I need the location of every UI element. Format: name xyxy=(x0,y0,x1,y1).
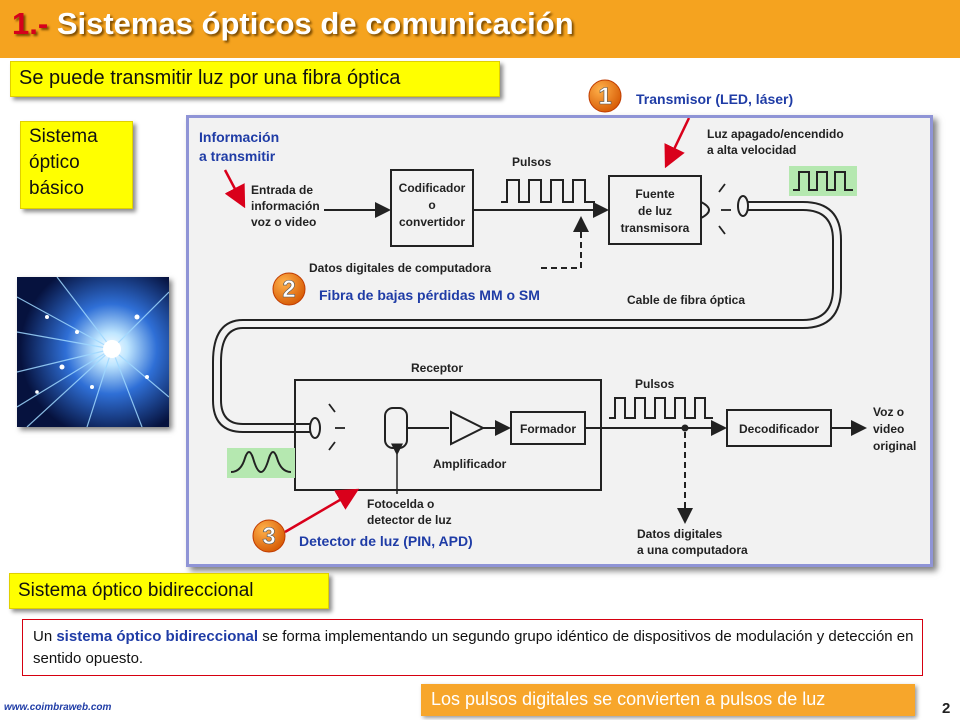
receiver-box xyxy=(294,379,602,491)
diagram-frame: Entrada de información voz o video Codif… xyxy=(186,115,933,567)
photocell-label: detector de luz xyxy=(367,513,452,527)
title-number: 1.- xyxy=(12,6,49,41)
fiber-cable-inner xyxy=(220,201,842,425)
output-label: Voz o xyxy=(873,405,904,419)
fiber-end-tx xyxy=(737,195,749,217)
led-emitter xyxy=(700,201,710,219)
source-label: de luz xyxy=(638,204,672,218)
subtitle-text: Se puede transmitir luz por una fibra óp… xyxy=(19,67,401,89)
light-label: a alta velocidad xyxy=(707,143,796,157)
output-label: video xyxy=(873,422,904,436)
source-label: Fuente xyxy=(635,187,675,201)
input-label: Entrada de xyxy=(251,183,313,197)
optical-fibers-photo xyxy=(17,277,169,427)
detector-red-arrow xyxy=(284,488,360,534)
fiber-annotation: Fibra de bajas pérdidas MM o SM xyxy=(319,287,540,303)
description-box: Un sistema óptico bidireccional se forma… xyxy=(22,619,923,676)
encoder-label: Codificador xyxy=(399,181,466,195)
info-red-arrow xyxy=(223,169,246,209)
input-label: voz o video xyxy=(251,215,316,229)
basic-system-label: Sistema óptico básico xyxy=(29,126,98,199)
cable-label: Cable de fibra óptica xyxy=(627,293,745,307)
pulses-top-label: Pulsos xyxy=(512,155,552,169)
digital-out-label: Datos digitales xyxy=(637,527,723,541)
encoder-label: convertidor xyxy=(399,215,465,229)
dashed-digital-in xyxy=(541,216,589,269)
receiver-label: Receptor xyxy=(411,361,463,375)
photocell-label: Fotocelda o xyxy=(367,497,434,511)
pulse-train-bottom xyxy=(609,397,713,419)
transmitter-annotation: Transmisor (LED, láser) xyxy=(636,91,793,107)
light-source-box xyxy=(608,175,702,245)
decoder-label: Decodificador xyxy=(739,422,819,436)
fiber-cable xyxy=(212,209,834,433)
description-pre: Un xyxy=(33,628,57,645)
info-annotation: Información xyxy=(199,129,279,145)
pulse-train-top xyxy=(501,179,595,203)
bidirectional-label: Sistema óptico bidireccional xyxy=(18,580,254,601)
description-bold: sistema óptico bidireccional xyxy=(56,628,259,645)
amplifier-label: Amplificador xyxy=(433,457,507,471)
tap-node xyxy=(681,424,689,432)
pulses-bottom-label: Pulsos xyxy=(635,377,675,391)
source-label: transmisora xyxy=(621,221,690,235)
optical-pulse-bottom-bg xyxy=(227,448,295,478)
output-label: original xyxy=(873,439,916,453)
description-post: se forma implementando un segundo grupo … xyxy=(33,628,914,667)
light-label: Luz apagado/encendido xyxy=(707,127,844,141)
optical-system-diagram: Entrada de información voz o video Codif… xyxy=(199,118,916,557)
bidirectional-box: Sistema óptico bidireccional xyxy=(9,573,329,609)
footer-url[interactable]: www.coimbraweb.com xyxy=(4,702,112,713)
title-text: Sistemas ópticos de comunicación xyxy=(56,6,574,41)
title-bar: 1.- Sistemas ópticos de comunicación xyxy=(0,0,960,58)
encoder-box xyxy=(390,169,474,247)
bottom-note-box: Los pulsos digitales se convierten a pul… xyxy=(421,684,915,716)
amplifier-symbol xyxy=(450,410,486,446)
subtitle-box: Se puede transmitir luz por una fibra óp… xyxy=(10,61,500,97)
info-annotation: a transmitir xyxy=(199,148,276,164)
bottom-note-text: Los pulsos digitales se convierten a pul… xyxy=(431,689,826,709)
transmitter-red-arrow xyxy=(664,118,691,169)
page-number: 2 xyxy=(942,700,951,717)
detector-annotation: Detector de luz (PIN, APD) xyxy=(299,533,473,549)
photodetector xyxy=(384,407,408,449)
input-label: información xyxy=(251,199,320,213)
digital-data-in-label: Datos digitales de computadora xyxy=(309,261,491,275)
optical-pulse-bottom xyxy=(230,451,292,474)
digital-out-label: a una computadora xyxy=(637,543,748,557)
basic-system-box: Sistema óptico básico xyxy=(20,121,133,209)
badge-1-number: 1 xyxy=(598,83,611,110)
shaper-label: Formador xyxy=(520,422,576,436)
page-title: 1.- Sistemas ópticos de comunicación xyxy=(12,6,574,42)
fiber-end-rx xyxy=(309,417,321,439)
badge-1 xyxy=(588,79,622,113)
encoder-label: o xyxy=(428,198,435,212)
description-text: Un sistema óptico bidireccional se forma… xyxy=(33,626,914,670)
optical-pulse-top xyxy=(793,171,853,191)
